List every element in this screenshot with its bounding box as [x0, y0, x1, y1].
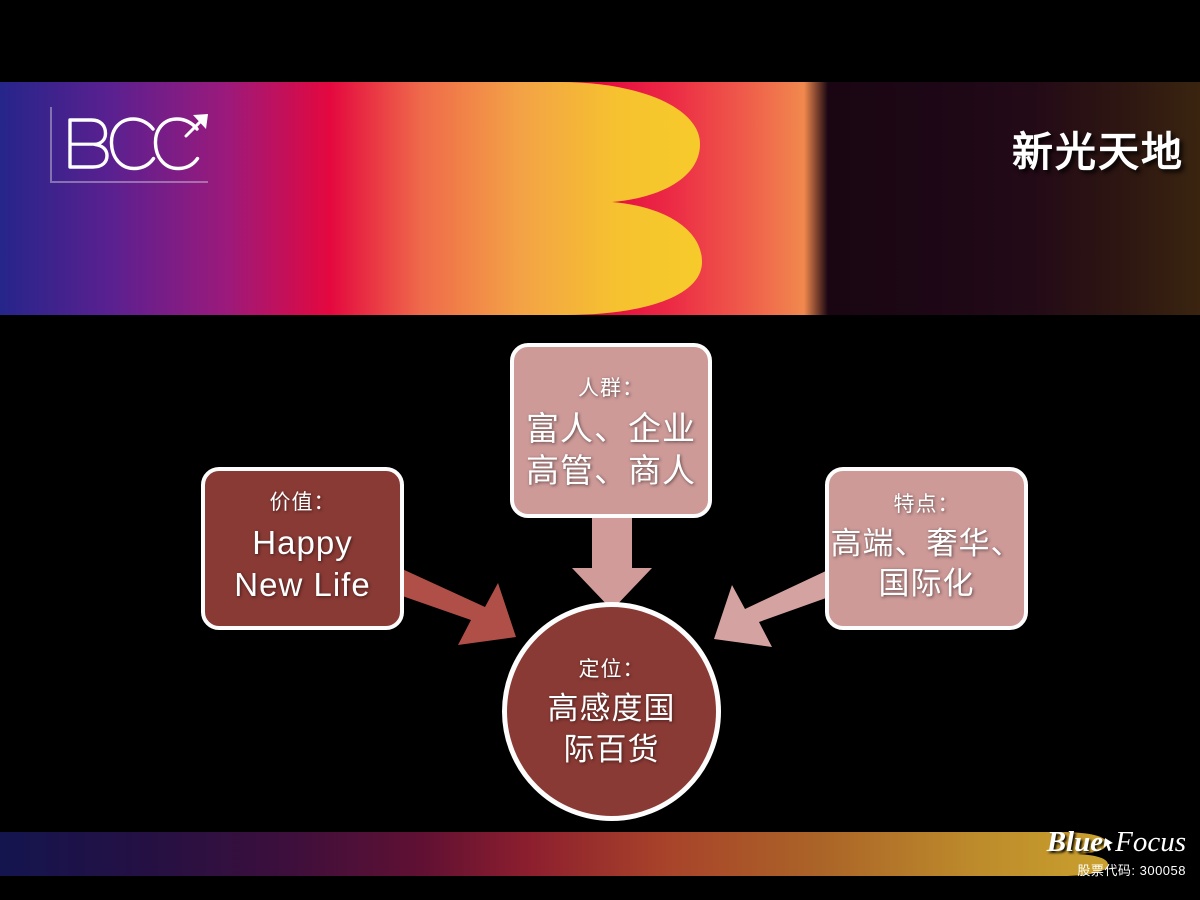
- node-positioning-caption: 定位：: [578, 658, 645, 682]
- bcc-logo: [48, 104, 218, 190]
- node-feature-line-2: 国际化: [878, 566, 975, 602]
- arrow-layer: [388, 518, 840, 647]
- bluefocus-wordmark: Blue Focus: [1047, 828, 1186, 857]
- node-feature-caption: 特点：: [893, 493, 960, 517]
- footer-gradient-bar: [0, 832, 1110, 876]
- node-people-line-2: 高管、商人: [526, 452, 696, 490]
- node-value[interactable]: 价值： Happy New Life: [201, 467, 404, 630]
- node-value-line-2: New Life: [234, 566, 371, 604]
- node-people[interactable]: 人群： 富人、企业 高管、商人: [510, 343, 712, 518]
- node-feature-line-1: 高端、奢华、: [830, 526, 1023, 562]
- arrow-feature-to-center: [714, 570, 840, 647]
- bluefocus-focus: Focus: [1115, 826, 1186, 858]
- node-feature[interactable]: 特点： 高端、奢华、 国际化: [825, 467, 1028, 630]
- node-value-line-1: Happy: [252, 523, 353, 561]
- page-title: 新光天地: [1012, 129, 1184, 175]
- node-positioning-line-2: 际百货: [563, 731, 660, 767]
- arrow-people-to-center: [572, 518, 652, 610]
- stock-code: 股票代码: 300058: [1077, 863, 1186, 878]
- node-value-caption: 价值：: [269, 490, 336, 514]
- header-brand-mark: [0, 82, 720, 315]
- bluefocus-logo: Blue Focus 股票代码: 300058: [1047, 828, 1186, 878]
- node-people-caption: 人群：: [578, 376, 644, 400]
- arrow-up-right-icon: [184, 114, 208, 138]
- positioning-diagram: 人群： 富人、企业 高管、商人 价值： Happy New Life 特点： 高…: [0, 315, 1200, 832]
- arrow-value-to-center: [388, 568, 516, 645]
- node-people-line-1: 富人、企业: [526, 409, 696, 447]
- node-positioning[interactable]: 定位： 高感度国 际百货: [502, 602, 721, 821]
- bluefocus-blue: Blue: [1046, 826, 1104, 858]
- node-positioning-line-1: 高感度国: [547, 691, 676, 727]
